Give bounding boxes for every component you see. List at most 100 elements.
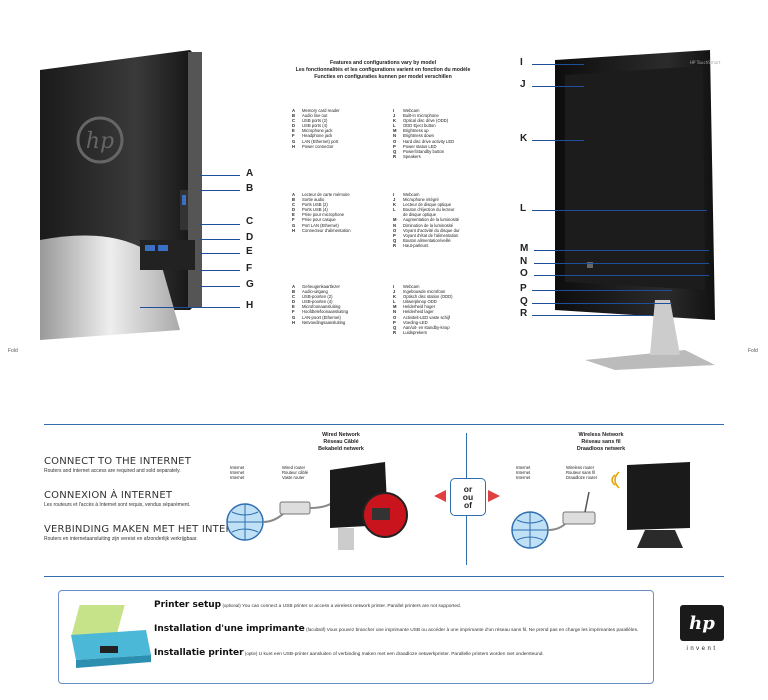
divider-bottom	[44, 576, 724, 577]
connect-sub-nl: Routers en internetaansluiting zijn vere…	[44, 536, 198, 542]
list-item-key: C	[292, 118, 296, 124]
list-item-label: Geheugenkaartlezer	[302, 284, 340, 289]
intro-heading: Features and configurations vary by mode…	[288, 60, 478, 81]
list-item-label: Uitwerpknop ODD	[403, 299, 437, 305]
fold-label-left: Fold	[8, 348, 18, 354]
printer-fr: Installation d'une imprimante (facultati…	[154, 624, 644, 634]
list-item-key: B	[292, 113, 296, 119]
callout-e: E	[246, 246, 253, 257]
list-item: K Optisch disc station (ODD)	[393, 294, 493, 299]
list-item-label: Voyant d'état de l'alimentation	[403, 232, 459, 238]
callout-h: H	[246, 300, 254, 311]
callout-line	[532, 86, 584, 87]
fold-label-right: Fold	[748, 348, 758, 354]
list-item-label: Optisch disc station (ODD)	[403, 294, 453, 300]
callout-line	[534, 275, 709, 276]
router-label: Draadloze router	[566, 475, 598, 480]
list-item: de disque optique	[393, 212, 493, 217]
list-item-label: LAN (Ethernet) port	[302, 138, 339, 144]
list-item-label: Prise pour microphone	[302, 212, 345, 218]
callout-line	[532, 64, 584, 65]
list-item-label: Brightness down	[403, 133, 434, 139]
list-item-label: Helderheid hoger	[403, 304, 436, 310]
printer-opt-fr: (facultatif)	[306, 627, 326, 632]
intro-line-fr: Les fonctionnalités et les configuration…	[295, 67, 471, 74]
list-item-label: Lecteur de carte mémoire	[302, 192, 350, 197]
list-item-key: Q	[393, 148, 397, 154]
list-item-key: J	[393, 289, 396, 295]
router-label: Routeur sans fil	[566, 470, 596, 475]
list-item-key: L	[393, 123, 396, 129]
list-item-label: Audio-uitgang	[302, 289, 328, 295]
list-item-label: Optical disc drive (ODD)	[403, 118, 449, 124]
internet-label: Internet	[516, 470, 531, 475]
list-item-label: Power status LED	[403, 143, 437, 149]
list-item-key: N	[393, 133, 397, 139]
connect-sub-en: Routers and Internet access are required…	[44, 468, 181, 474]
wired-router-label: Wired router Routeur câblé Vaste router	[282, 465, 308, 480]
callout-line	[532, 140, 584, 141]
wireless-network-heading: Wireless Network Réseau sans fil Draadlo…	[556, 432, 646, 453]
svg-text:hp: hp	[86, 129, 114, 154]
list-item-label: Luidsprekers	[403, 329, 427, 335]
list-item-key: K	[393, 294, 397, 300]
list-item-key: J	[393, 197, 396, 203]
list-item-label: Voyant d'activité du disque dur	[403, 227, 460, 233]
callout-line	[140, 307, 240, 308]
arrow-left-icon	[434, 490, 446, 502]
list-item-key: L	[393, 207, 396, 213]
list-item: I Webcam	[393, 192, 493, 197]
list-item-key: I	[393, 192, 395, 197]
list-item-label: Webcam	[403, 284, 420, 289]
list-item-label: Augmentation de la luminosité	[403, 217, 460, 223]
list-item-key: C	[292, 294, 296, 300]
internet-label-wired: Internet Internet Internet	[230, 465, 244, 480]
list-item-label: Haut-parleurs	[403, 242, 429, 248]
list-item-key: B	[292, 197, 296, 203]
callout-line	[532, 315, 652, 316]
callout-o: O	[520, 268, 528, 279]
list-item-label: Microphone intégré	[403, 197, 439, 203]
list-item-key: F	[292, 133, 295, 139]
list-item-label: Webcam	[403, 192, 420, 197]
list-item: R Haut-parleurs	[393, 243, 493, 248]
list-item-key: G	[292, 314, 296, 320]
callout-p: P	[520, 283, 527, 294]
list-item-key: I	[393, 284, 395, 289]
divider-top	[44, 424, 724, 425]
printer-title-fr: Installation d'une imprimante	[154, 624, 305, 634]
callout-line	[534, 250, 709, 251]
list-item: I Webcam	[393, 284, 493, 289]
callout-line	[200, 286, 240, 287]
list-item-key: R	[393, 153, 397, 159]
internet-label: Internet	[230, 465, 245, 470]
printer-opt-nl: (optie)	[244, 651, 258, 656]
list-item-key: G	[292, 138, 296, 144]
callout-q: Q	[520, 296, 528, 307]
list-item-label: Speakers	[403, 153, 421, 159]
list-item-key: R	[393, 242, 397, 248]
list-item-key: Q	[393, 237, 397, 243]
internet-label-wireless: Internet Internet Internet	[516, 465, 530, 480]
